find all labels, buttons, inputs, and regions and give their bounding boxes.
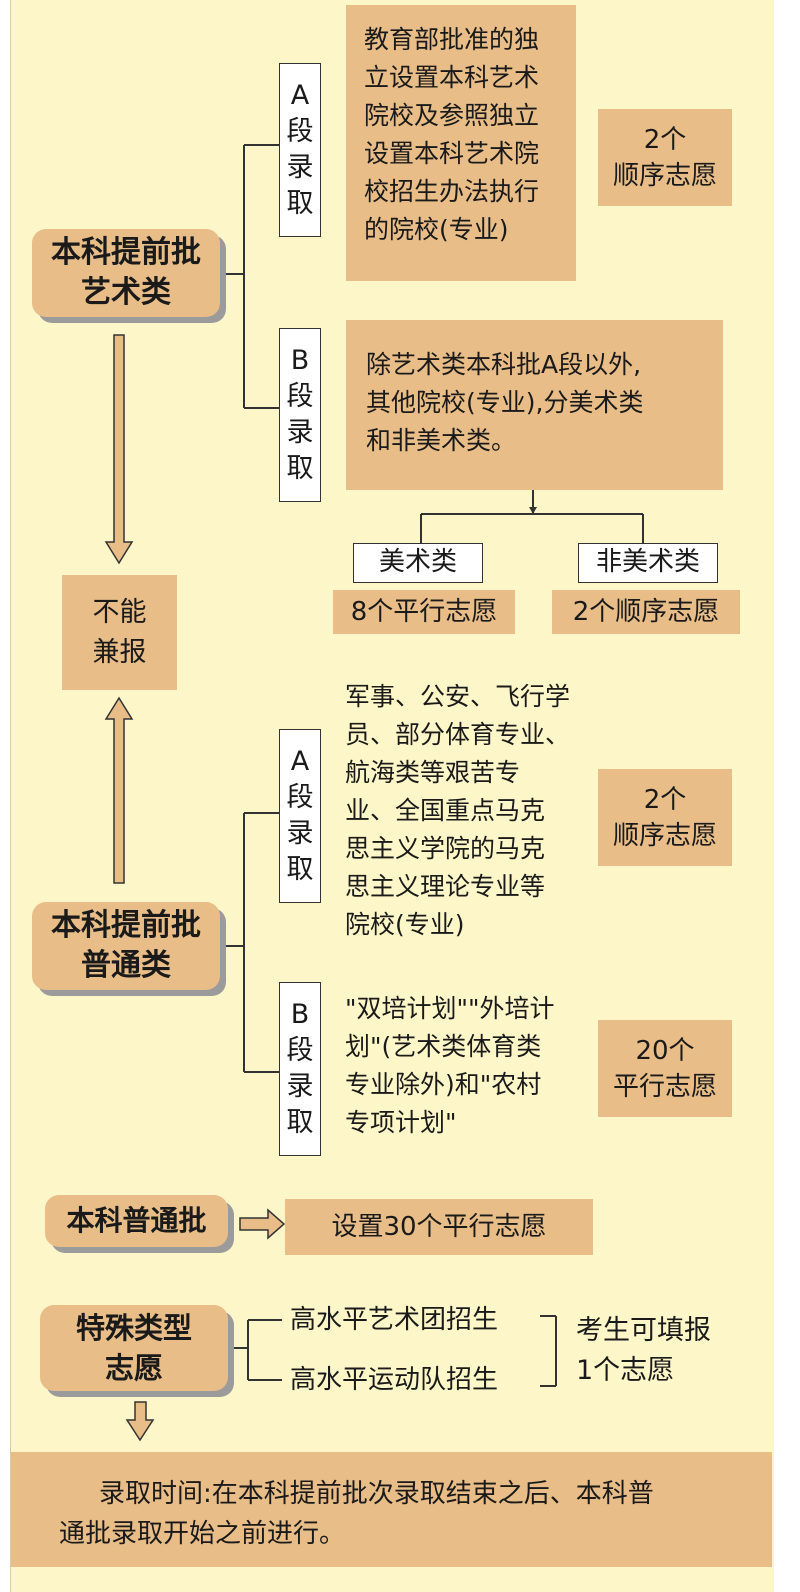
segment-char: 段: [286, 381, 314, 412]
desc-line: 思主义学院的马克: [345, 834, 546, 863]
count-line2: 平行志愿: [612, 1071, 717, 1102]
desc-line: 教育部批准的独: [364, 25, 540, 54]
desc-line: 员、部分体育专业、: [345, 720, 571, 749]
special-note-line1: 考生可填报: [576, 1315, 711, 1346]
segment-char: 段: [286, 1035, 314, 1066]
special-note: 考生可填报 1个志愿: [576, 1311, 756, 1391]
desc-line: 专业除外)和"农村: [345, 1070, 542, 1099]
regular-title: 本科普通批: [66, 1204, 207, 1237]
art-category-box: 本科提前批 艺术类: [32, 229, 220, 317]
feimeishu-count-box: 2个顺序志愿: [552, 590, 740, 634]
art-title-line2: 艺术类: [81, 275, 171, 310]
meishu-count-box: 8个平行志愿: [333, 590, 515, 634]
desc-line: 立设置本科艺术: [364, 63, 540, 92]
desc-line: 军事、公安、飞行学: [345, 682, 571, 711]
segment-char: A: [290, 746, 310, 777]
general-a-description: 军事、公安、飞行学 员、部分体育专业、 航海类等艰苦专 业、全国重点马克 思主义…: [345, 678, 595, 948]
segment-char: 取: [286, 854, 314, 885]
desc-line: 和非美术类。: [366, 426, 517, 455]
general-category-box: 本科提前批 普通类: [32, 902, 220, 990]
desc-line: 其他院校(专业),分美术类: [366, 388, 644, 417]
meishu-count: 8个平行志愿: [350, 597, 498, 627]
meishu-label: 美术类: [378, 547, 457, 577]
segment-char: 录: [286, 152, 314, 183]
count-line1: 20个: [635, 1035, 695, 1066]
segment-char: 取: [286, 1107, 314, 1138]
desc-line: "双培计划""外培计: [345, 994, 555, 1023]
desc-line: 专项计划": [345, 1108, 457, 1137]
feimeishu-count: 2个顺序志愿: [572, 597, 720, 627]
segment-char: B: [290, 999, 310, 1030]
count-line2: 顺序志愿: [612, 160, 717, 191]
footer-line2: 通批录取开始之前进行。: [59, 1519, 346, 1549]
special-title-line2: 志愿: [104, 1351, 163, 1385]
special-item-2: 高水平运动队招生: [290, 1360, 540, 1400]
meishu-label-box: 美术类: [353, 543, 483, 583]
footer-line1: 录取时间:在本科提前批次录取结束之后、本科普: [99, 1479, 654, 1509]
special-type-box: 特殊类型 志愿: [40, 1305, 228, 1391]
segment-char: 取: [286, 453, 314, 484]
general-b-description: "双培计划""外培计 划"(艺术类体育类 专业除外)和"农村 专项计划": [345, 990, 595, 1150]
general-segment-a: A 段 录 取: [279, 729, 321, 903]
cannot-combine-box: 不能 兼报: [62, 575, 177, 690]
segment-char: 取: [286, 188, 314, 219]
segment-char: 录: [286, 818, 314, 849]
count-line1: 2个: [643, 784, 687, 815]
special-item-label: 高水平运动队招生: [290, 1365, 499, 1395]
desc-line: 院校(专业): [345, 910, 465, 939]
segment-char: 段: [286, 116, 314, 147]
desc-line: 院校及参照独立: [364, 101, 540, 130]
desc-line: 思主义理论专业等: [345, 872, 546, 901]
art-b-description: 除艺术类本科批A段以外, 其他院校(专业),分美术类 和非美术类。: [346, 320, 723, 490]
segment-char: A: [290, 80, 310, 111]
feimeishu-label-box: 非美术类: [578, 543, 718, 583]
special-title-line1: 特殊类型: [75, 1311, 192, 1345]
regular-batch-box: 本科普通批: [45, 1195, 228, 1247]
desc-line: 设置本科艺术院: [364, 139, 540, 168]
general-b-count: 20个 平行志愿: [598, 1020, 732, 1117]
art-segment-a: A 段 录 取: [279, 63, 321, 237]
regular-desc-box: 设置30个平行志愿: [285, 1199, 593, 1255]
general-segment-b: B 段 录 取: [279, 982, 321, 1156]
general-title-line1: 本科提前批: [51, 908, 201, 943]
segment-char: B: [290, 345, 310, 376]
cannot-combine-line2: 兼报: [92, 636, 147, 668]
count-line2: 顺序志愿: [612, 820, 717, 851]
count-line1: 2个: [643, 124, 687, 155]
art-a-count: 2个 顺序志愿: [598, 109, 732, 206]
cannot-combine-line1: 不能: [92, 596, 147, 628]
footer-note: 录取时间:在本科提前批次录取结束之后、本科普 通批录取开始之前进行。: [11, 1452, 772, 1567]
desc-line: 航海类等艰苦专: [345, 758, 521, 787]
general-title-line2: 普通类: [81, 948, 171, 983]
special-item-label: 高水平艺术团招生: [290, 1305, 499, 1335]
segment-char: 录: [286, 417, 314, 448]
desc-line: 业、全国重点马克: [345, 796, 546, 825]
art-a-description: 教育部批准的独 立设置本科艺术 院校及参照独立 设置本科艺术院 校招生办法执行 …: [346, 5, 576, 281]
desc-line: 除艺术类本科批A段以外,: [366, 350, 642, 379]
special-item-1: 高水平艺术团招生: [290, 1300, 540, 1340]
feimeishu-label: 非美术类: [595, 547, 700, 577]
segment-char: 录: [286, 1071, 314, 1102]
regular-desc: 设置30个平行志愿: [331, 1212, 547, 1242]
segment-char: 段: [286, 782, 314, 813]
general-a-count: 2个 顺序志愿: [598, 769, 732, 866]
desc-line: 划"(艺术类体育类: [345, 1032, 542, 1061]
special-note-line2: 1个志愿: [576, 1355, 675, 1386]
art-title-line1: 本科提前批: [51, 235, 201, 270]
art-segment-b: B 段 录 取: [279, 328, 321, 502]
desc-line: 校招生办法执行: [364, 177, 540, 206]
desc-line: 的院校(专业): [364, 215, 509, 244]
